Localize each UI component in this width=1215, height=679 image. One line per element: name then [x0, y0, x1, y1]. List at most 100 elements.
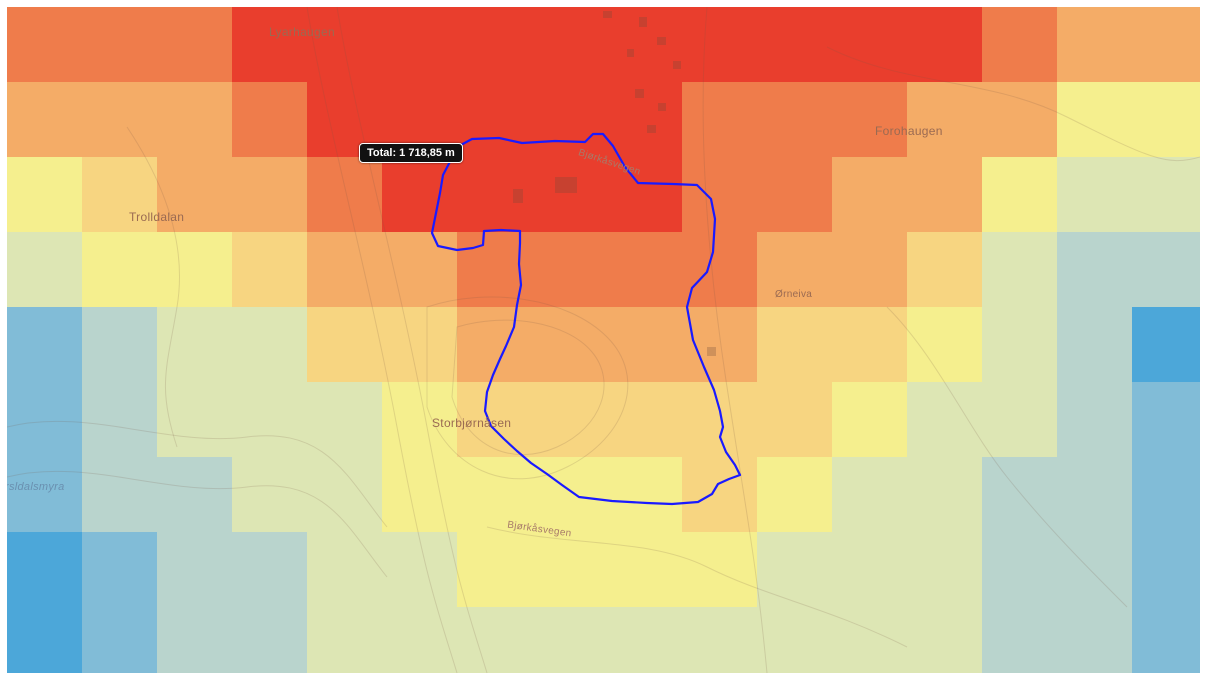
heatmap-cell [457, 607, 532, 673]
heatmap-cell [82, 457, 157, 532]
heatmap-cell [232, 232, 307, 307]
heatmap-cell [832, 382, 907, 457]
map-overlay [7, 7, 1200, 673]
heatmap-cell [157, 232, 232, 307]
heatmap-cell [682, 607, 757, 673]
heatmap-cell [907, 157, 982, 232]
heatmap-cell [757, 7, 832, 82]
heatmap-cell [532, 382, 607, 457]
heatmap-cell [907, 382, 982, 457]
place-label-orneiva: Ørneiva [775, 289, 813, 300]
heatmap-cell [157, 532, 232, 607]
heatmap-cell [832, 157, 907, 232]
heatmap-cell [382, 307, 457, 382]
heatmap-cell [982, 7, 1057, 82]
heatmap-cell [907, 307, 982, 382]
heatmap-cell [457, 382, 532, 457]
heatmap-cell [307, 307, 382, 382]
heatmap-cell [157, 382, 232, 457]
heatmap-cell [457, 82, 532, 157]
heatmap-cell [82, 82, 157, 157]
heatmap-cell [382, 232, 457, 307]
heatmap-cell [457, 7, 532, 82]
heatmap-cell [307, 532, 382, 607]
heatmap-cell [157, 457, 232, 532]
heatmap-cell [1057, 457, 1132, 532]
heatmap-cell [1057, 382, 1132, 457]
heatmap-cell [7, 607, 82, 673]
heatmap-cell [7, 232, 82, 307]
heatmap-cell [1132, 532, 1200, 607]
contour-lines [7, 7, 1200, 673]
heatmap-cell [7, 82, 82, 157]
heatmap-cell [607, 82, 682, 157]
heatmap-cell [1132, 7, 1200, 82]
heatmap-cell [907, 607, 982, 673]
heatmap-cell [757, 382, 832, 457]
heatmap-cell [982, 532, 1057, 607]
heatmap-cell [157, 157, 232, 232]
heatmap-cell [382, 157, 457, 232]
heatmap-cell [907, 532, 982, 607]
heatmap-cell [982, 607, 1057, 673]
heatmap-cell [307, 7, 382, 82]
heatmap-cell [607, 607, 682, 673]
heatmap-cell [1057, 7, 1132, 82]
heatmap-cell [982, 457, 1057, 532]
place-label-lyarhaugen: Lyarhaugen [269, 25, 335, 39]
heatmap-cell [982, 307, 1057, 382]
heatmap-cell [757, 307, 832, 382]
heatmap-cell [982, 382, 1057, 457]
heatmap-cell [907, 232, 982, 307]
heatmap-cell [232, 607, 307, 673]
heatmap-cell [532, 532, 607, 607]
heatmap-cell [1132, 457, 1200, 532]
heatmap-cell [1132, 82, 1200, 157]
heatmap-cell [682, 157, 757, 232]
heatmap-cell [1057, 157, 1132, 232]
heatmap-cell [532, 7, 607, 82]
heatmap-cell [82, 532, 157, 607]
heatmap-cell [457, 532, 532, 607]
heatmap-cell [982, 232, 1057, 307]
heatmap-cell [157, 307, 232, 382]
heatmap-cell [607, 157, 682, 232]
heatmap-cell [832, 82, 907, 157]
heatmap-cell [457, 157, 532, 232]
heatmap-cell [307, 457, 382, 532]
heatmap-cell [682, 82, 757, 157]
heatmap-cell [232, 457, 307, 532]
heatmap-cell [1057, 307, 1132, 382]
heatmap-cell [1132, 157, 1200, 232]
heatmap-cell [607, 532, 682, 607]
heatmap-cell [307, 157, 382, 232]
heatmap-cell [682, 7, 757, 82]
measurement-tooltip: Total: 1 718,85 m [359, 143, 463, 163]
heatmap-cell [757, 232, 832, 307]
heatmap-cell [607, 7, 682, 82]
heatmap-cell [607, 382, 682, 457]
heatmap-cell [607, 232, 682, 307]
heatmap-cell [757, 532, 832, 607]
heatmap-cell [682, 382, 757, 457]
place-label-forohaugen: Forohaugen [875, 124, 943, 138]
heatmap-cell [832, 457, 907, 532]
heatmap-cell [382, 382, 457, 457]
heatmap-cell [1132, 382, 1200, 457]
heatmap-cell [382, 607, 457, 673]
heatmap-cell [532, 457, 607, 532]
heatmap-cell [907, 82, 982, 157]
heatmap-cell [832, 607, 907, 673]
heatmap-cell [982, 157, 1057, 232]
building-footprints [513, 11, 716, 356]
heatmap-cell [607, 457, 682, 532]
heatmap-cell [757, 157, 832, 232]
heatmap-cell [832, 7, 907, 82]
map-view[interactable]: Lyarhaugen Forohaugen Trolldalan Storbjø… [7, 7, 1200, 673]
heatmap-cell [682, 232, 757, 307]
heatmap-cell [232, 532, 307, 607]
heatmap-cell [82, 157, 157, 232]
heatmap-cell [1132, 232, 1200, 307]
heatmap-cell [232, 307, 307, 382]
heatmap-cell [1057, 232, 1132, 307]
